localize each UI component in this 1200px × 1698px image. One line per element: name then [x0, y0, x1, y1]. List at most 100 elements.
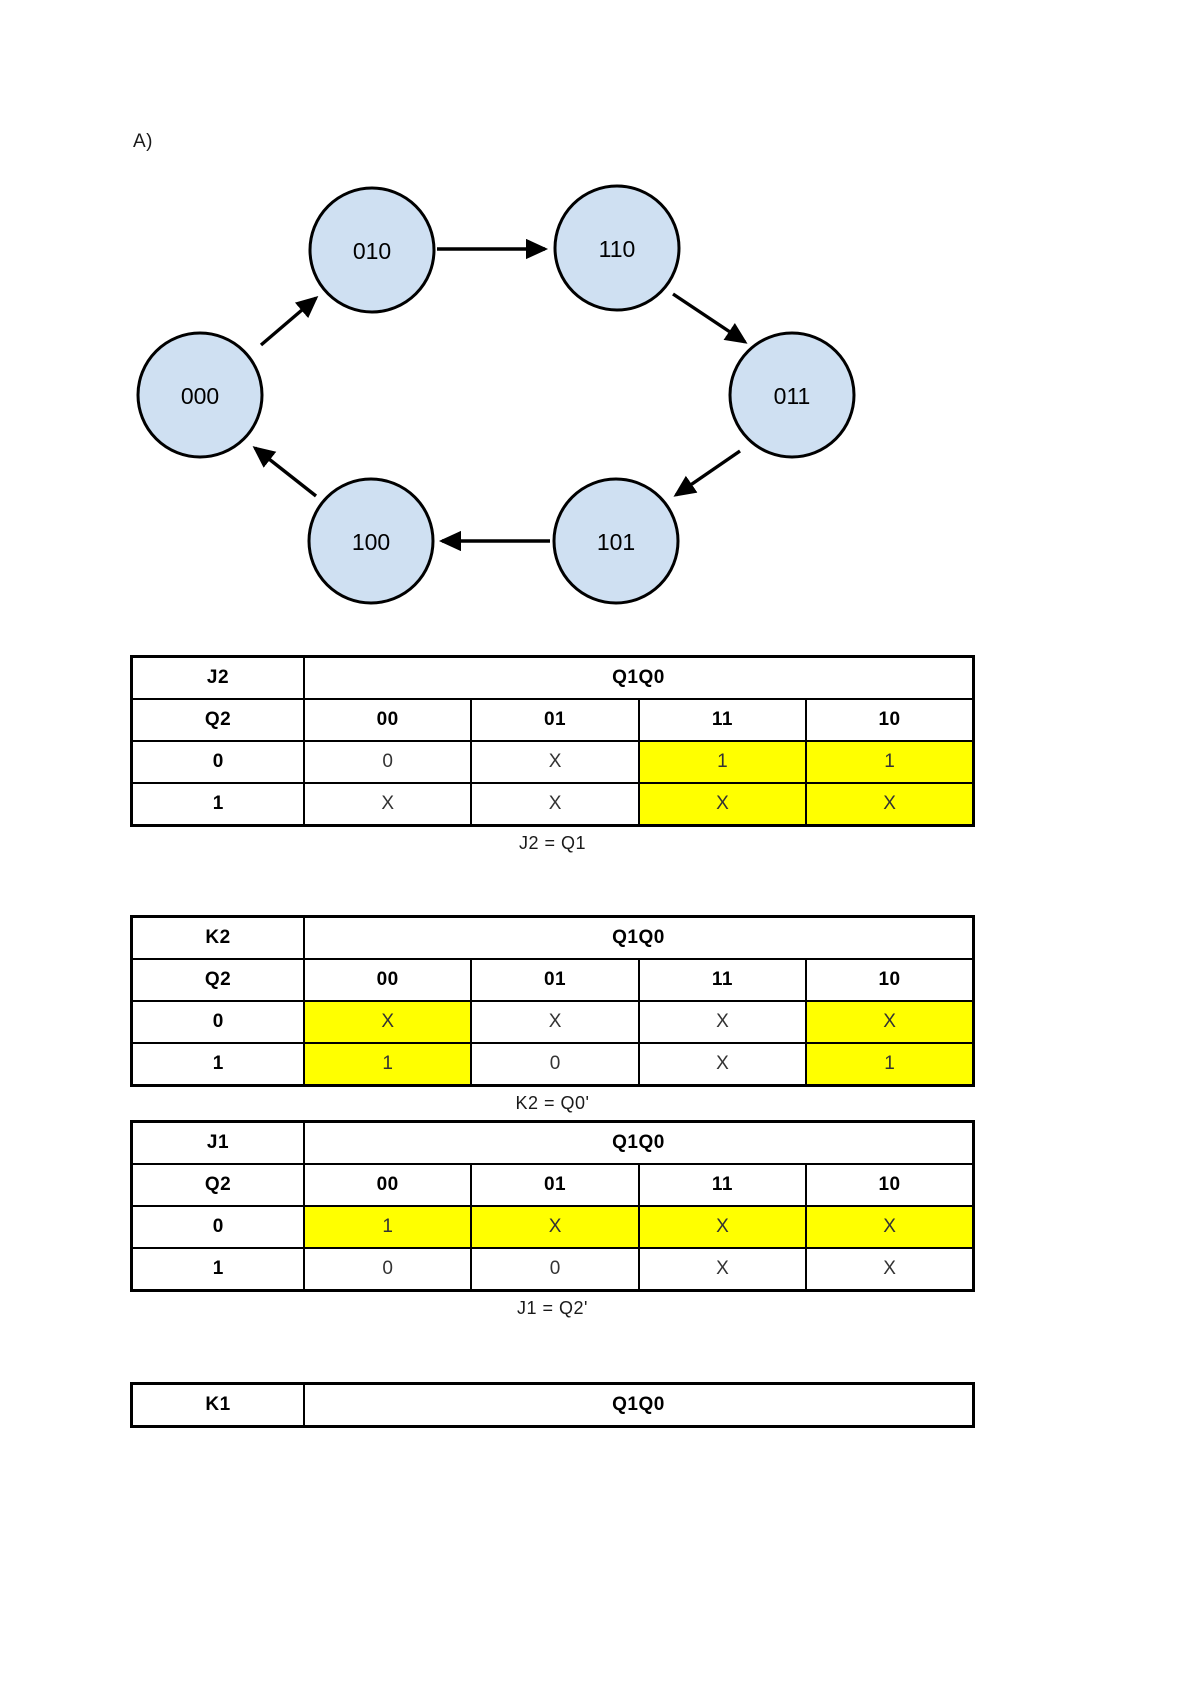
kmap-cell: X [470, 1000, 640, 1044]
kmap-col-header-11: 11 [637, 958, 808, 1002]
kmap-caption-k2: K2 = Q0' [515, 1093, 590, 1113]
kmap-cell: 1 [805, 1042, 975, 1087]
kmap-cell: 1 [637, 740, 808, 784]
state-node-label: 100 [352, 529, 390, 555]
kmap-table-k1: K1 Q1Q0 [130, 1382, 975, 1428]
state-node-circle [307, 477, 435, 605]
kmap-cell: 0 [302, 1247, 473, 1292]
kmap-cell: X [805, 782, 975, 827]
kmap-cell: X [470, 782, 640, 827]
kmap-caption-j1: J1 = Q2' [517, 1298, 588, 1318]
kmap-cell: 0 [302, 740, 473, 784]
kmap-col-header-10: 10 [805, 958, 975, 1002]
edge-011-to-101 [673, 449, 741, 497]
table-row: 1 X X X X [130, 782, 975, 827]
kmap-cell: X [637, 1000, 808, 1044]
kmap-cell: 1 [805, 740, 975, 784]
kmap-caption-j2: J2 = Q1 [518, 833, 587, 853]
table-row-title: K1 Q1Q0 [130, 1382, 975, 1428]
kmap-cell: X [302, 1000, 473, 1044]
table-row-header: Q2 00 01 11 10 [130, 958, 975, 1002]
kmap-row-label: 1 [130, 1042, 305, 1087]
table-row: 1 0 0 X X [130, 1247, 975, 1292]
kmap-cell: X [637, 1042, 808, 1087]
kmap-top-header-j2: Q1Q0 [303, 655, 975, 700]
kmap-row-label: 0 [130, 1000, 305, 1044]
kmap-col-header-00: 00 [302, 958, 473, 1002]
kmap-top-header-k2: Q1Q0 [303, 915, 975, 960]
state-node-110[interactable]: 110 [553, 184, 681, 312]
kmap-block-j2: J2 Q1Q0 Q2 00 01 11 10 0 0 X 1 1 1 X X [130, 655, 975, 854]
state-node-label: 010 [353, 238, 391, 264]
state-node-000[interactable]: 000 [136, 331, 264, 459]
table-row: 0 0 X 1 1 [130, 740, 975, 784]
kmap-cell: X [637, 1205, 808, 1249]
state-transition-diagram: 000 010 110 011 101 100 [120, 170, 900, 620]
kmap-col-header-01: 01 [470, 958, 640, 1002]
kmap-cell: X [637, 782, 808, 827]
state-node-circle [553, 184, 681, 312]
kmap-row-label: 0 [130, 740, 305, 784]
state-node-101[interactable]: 101 [552, 477, 680, 605]
edge-110-to-011 [672, 292, 748, 344]
table-row: 0 1 X X X [130, 1205, 975, 1249]
kmap-block-j1: J1 Q1Q0 Q2 00 01 11 10 0 1 X X X 1 0 0 [130, 1120, 975, 1319]
state-node-label: 101 [597, 529, 635, 555]
kmap-col-header-11: 11 [637, 698, 808, 742]
state-node-label: 000 [181, 383, 219, 409]
kmap-table-j2: J2 Q1Q0 Q2 00 01 11 10 0 0 X 1 1 1 X X [130, 655, 975, 827]
kmap-row-var-j1: Q2 [130, 1163, 305, 1207]
state-node-100[interactable]: 100 [307, 477, 435, 605]
kmap-cell: X [470, 1205, 640, 1249]
table-row-header: Q2 00 01 11 10 [130, 698, 975, 742]
table-row: 0 X X X X [130, 1000, 975, 1044]
kmap-col-header-00: 00 [302, 1163, 473, 1207]
kmap-table-k2: K2 Q1Q0 Q2 00 01 11 10 0 X X X X 1 1 0 [130, 915, 975, 1087]
kmap-row-var-k2: Q2 [130, 958, 305, 1002]
edge-100-to-000 [252, 446, 318, 498]
part-label: A) [133, 131, 153, 152]
kmap-col-header-00: 00 [302, 698, 473, 742]
kmap-top-header-k1: Q1Q0 [303, 1382, 975, 1428]
edge-000-to-010 [259, 296, 319, 347]
table-row-title: J1 Q1Q0 [130, 1120, 975, 1165]
table-row: 1 1 0 X 1 [130, 1042, 975, 1087]
kmap-col-header-10: 10 [805, 698, 975, 742]
kmap-cell: X [637, 1247, 808, 1292]
kmap-name-k1: K1 [130, 1382, 305, 1428]
state-node-circle [308, 186, 436, 314]
kmap-row-var-j2: Q2 [130, 698, 305, 742]
state-node-011[interactable]: 011 [728, 331, 856, 459]
table-row-header: Q2 00 01 11 10 [130, 1163, 975, 1207]
kmap-row-label: 1 [130, 782, 305, 827]
state-diagram-svg: 000 010 110 011 101 100 [136, 184, 856, 605]
kmap-col-header-01: 01 [470, 698, 640, 742]
kmap-cell: X [302, 782, 473, 827]
kmap-block-k1: K1 Q1Q0 [130, 1382, 975, 1428]
kmap-name-j2: J2 [130, 655, 305, 700]
kmap-row-label: 1 [130, 1247, 305, 1292]
kmap-cell: X [805, 1000, 975, 1044]
kmap-cell: 1 [302, 1042, 473, 1087]
kmap-col-header-11: 11 [637, 1163, 808, 1207]
kmap-cell: 1 [302, 1205, 473, 1249]
kmap-block-k2: K2 Q1Q0 Q2 00 01 11 10 0 X X X X 1 1 0 [130, 915, 975, 1114]
state-node-010[interactable]: 010 [308, 186, 436, 314]
kmap-cell: X [805, 1205, 975, 1249]
state-node-circle [136, 331, 264, 459]
kmap-top-header-j1: Q1Q0 [303, 1120, 975, 1165]
state-node-circle [552, 477, 680, 605]
state-node-label: 110 [599, 236, 636, 262]
kmap-row-label: 0 [130, 1205, 305, 1249]
kmap-cell: 0 [470, 1247, 640, 1292]
kmap-name-j1: J1 [130, 1120, 305, 1165]
kmap-col-header-01: 01 [470, 1163, 640, 1207]
kmap-name-k2: K2 [130, 915, 305, 960]
kmap-cell: X [470, 740, 640, 784]
table-row-title: J2 Q1Q0 [130, 655, 975, 700]
kmap-col-header-10: 10 [805, 1163, 975, 1207]
kmap-table-j1: J1 Q1Q0 Q2 00 01 11 10 0 1 X X X 1 0 0 [130, 1120, 975, 1292]
state-edges [252, 238, 748, 552]
kmap-cell: X [805, 1247, 975, 1292]
